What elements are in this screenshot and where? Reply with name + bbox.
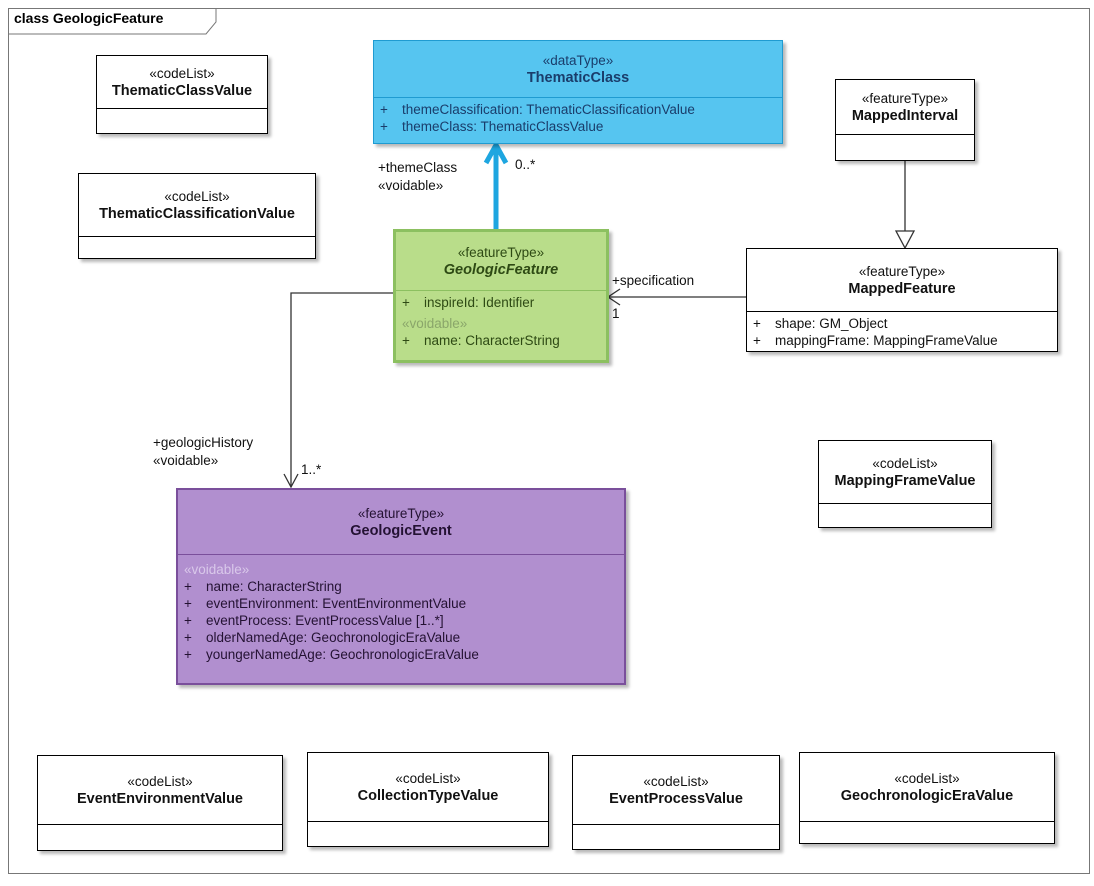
- generalization-triangle: [894, 230, 916, 250]
- theme-class-role-label: +themeClass: [378, 160, 458, 175]
- attribute-compartment: [308, 821, 548, 822]
- class-event-process-value[interactable]: «codeList» EventProcessValue: [572, 755, 780, 850]
- class-geologic-feature[interactable]: «featureType» GeologicFeature +inspireId…: [393, 229, 609, 363]
- class-name: GeologicEvent: [350, 522, 452, 539]
- attribute-event-environment: +eventEnvironment: EventEnvironmentValue: [184, 596, 467, 611]
- theme-class-arrowhead: [483, 139, 509, 165]
- geologic-history-role-label: +geologicHistory: [153, 435, 254, 450]
- stereotype-label: «codeList»: [643, 773, 709, 789]
- attribute-compartment: [38, 824, 282, 825]
- class-name: ThematicClass: [526, 69, 630, 86]
- attribute-compartment: «voidable» +name: CharacterString +event…: [178, 554, 624, 667]
- class-name: MappedInterval: [851, 107, 959, 124]
- specification-multiplicity-label: 1: [612, 306, 620, 321]
- attribute-compartment: [836, 134, 974, 135]
- attribute-event-process: +eventProcess: EventProcessValue [1..*]: [184, 613, 444, 628]
- class-event-environment-value[interactable]: «codeList» EventEnvironmentValue: [37, 755, 283, 851]
- attribute-theme-class: +themeClass: ThematicClassValue: [380, 119, 604, 134]
- class-name: GeologicFeature: [443, 261, 559, 278]
- stereotype-label: «featureType»: [457, 244, 545, 260]
- attribute-compartment: [573, 824, 779, 825]
- class-name: MappingFrameValue: [834, 472, 976, 489]
- stereotype-label: «codeList»: [395, 770, 461, 786]
- class-geologic-event[interactable]: «featureType» GeologicEvent «voidable» +…: [176, 488, 626, 685]
- frame-title-tab: [8, 8, 217, 35]
- specification-role-label: +specification: [612, 273, 695, 288]
- attribute-inspire-id: +inspireId: Identifier: [402, 295, 535, 310]
- class-geochronologic-era-value[interactable]: «codeList» GeochronologicEraValue: [799, 752, 1055, 844]
- stereotype-label: «featureType»: [357, 505, 445, 521]
- stereotype-label: «featureType»: [858, 263, 946, 279]
- class-name: ThematicClassificationValue: [99, 205, 295, 222]
- voidable-group-label: «voidable»: [184, 562, 250, 577]
- class-name: CollectionTypeValue: [357, 787, 499, 804]
- attribute-mapping-frame: +mappingFrame: MappingFrameValue: [753, 333, 998, 348]
- geologic-history-stereotype-label: «voidable»: [153, 453, 219, 468]
- class-mapped-interval[interactable]: «featureType» MappedInterval: [835, 79, 975, 161]
- class-thematic-class-value[interactable]: «codeList» ThematicClassValue: [96, 55, 268, 134]
- class-name: MappedFeature: [848, 280, 956, 297]
- geologic-history-association-line: [290, 292, 394, 487]
- class-thematic-classification-value[interactable]: «codeList» ThematicClassificationValue: [78, 173, 316, 259]
- class-name: EventProcessValue: [609, 790, 743, 807]
- stereotype-label: «dataType»: [542, 52, 614, 68]
- attribute-shape: +shape: GM_Object: [753, 316, 888, 331]
- stereotype-label: «codeList»: [149, 65, 215, 81]
- theme-class-stereotype-label: «voidable»: [378, 178, 444, 193]
- attribute-compartment: [79, 236, 315, 237]
- geologic-history-multiplicity-label: 1..*: [301, 462, 322, 477]
- attribute-name: +name: CharacterString: [402, 333, 560, 348]
- class-mapping-frame-value[interactable]: «codeList» MappingFrameValue: [818, 440, 992, 528]
- stereotype-label: «codeList»: [164, 188, 230, 204]
- attribute-compartment: +shape: GM_Object +mappingFrame: Mapping…: [747, 311, 1057, 353]
- stereotype-label: «codeList»: [894, 770, 960, 786]
- class-name: ThematicClassValue: [111, 82, 253, 99]
- attribute-older-named-age: +olderNamedAge: GeochronologicEraValue: [184, 630, 461, 645]
- attribute-compartment: +inspireId: Identifier «voidable» +name:…: [396, 290, 606, 353]
- class-mapped-feature[interactable]: «featureType» MappedFeature +shape: GM_O…: [746, 248, 1058, 352]
- class-collection-type-value[interactable]: «codeList» CollectionTypeValue: [307, 752, 549, 847]
- class-thematic-class[interactable]: «dataType» ThematicClass +themeClassific…: [373, 40, 783, 144]
- class-name: GeochronologicEraValue: [840, 787, 1014, 804]
- attribute-compartment: [800, 821, 1054, 822]
- class-name: EventEnvironmentValue: [77, 790, 243, 807]
- stereotype-label: «codeList»: [127, 773, 193, 789]
- voidable-group-label: «voidable»: [402, 316, 468, 331]
- attribute-name: +name: CharacterString: [184, 579, 342, 594]
- stereotype-label: «featureType»: [861, 90, 949, 106]
- geologic-history-arrowhead: [283, 473, 299, 489]
- frame-title: class GeologicFeature: [14, 10, 164, 26]
- attribute-younger-named-age: +youngerNamedAge: GeochronologicEraValue: [184, 647, 479, 662]
- attribute-compartment: [819, 503, 991, 504]
- attribute-compartment: +themeClassification: ThematicClassifica…: [374, 97, 782, 139]
- theme-class-multiplicity-label: 0..*: [515, 157, 536, 172]
- stereotype-label: «codeList»: [872, 455, 938, 471]
- attribute-theme-classification: +themeClassification: ThematicClassifica…: [380, 102, 695, 117]
- diagram-frame: [8, 8, 1090, 874]
- attribute-compartment: [97, 108, 267, 109]
